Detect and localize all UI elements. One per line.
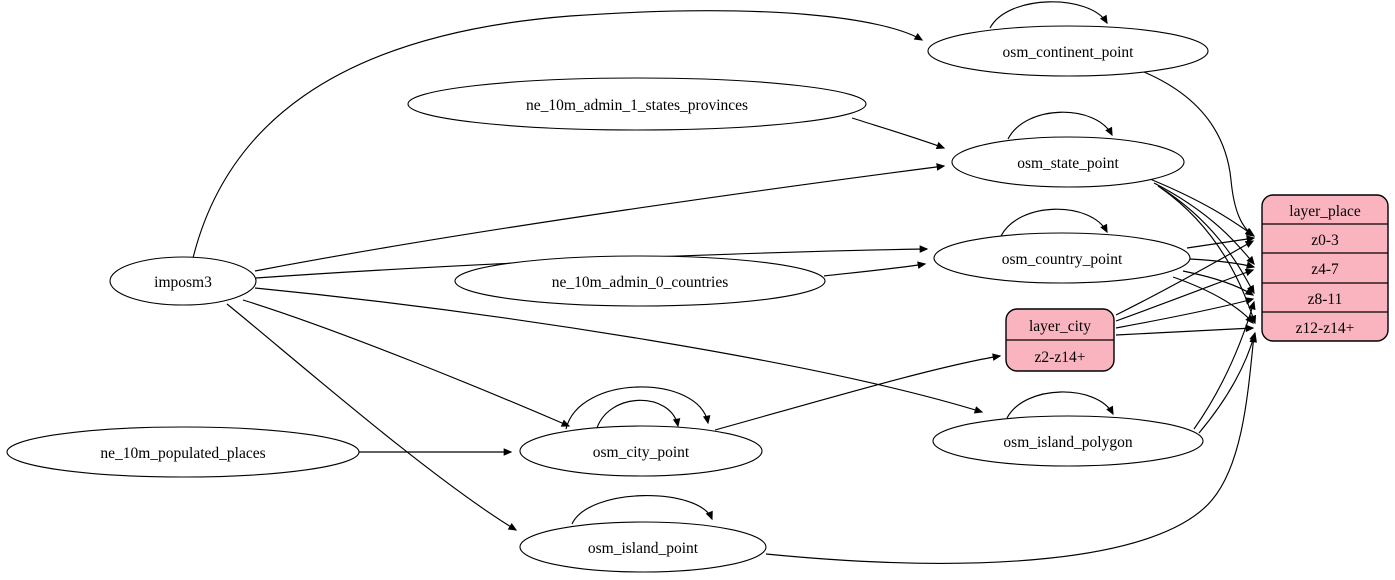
edge-osm_state_point-to-layer_place-z4-7 [1153,182,1255,265]
node-ne-10m-admin-1-states-provinces: ne_10m_admin_1_states_provinces [407,77,867,131]
edge-imposm3-to-osm_continent_point [192,10,924,259]
edge-osm_island_point-to-layer_place-z12-z14+ [765,333,1258,564]
record-layer-place: layer_place z0-3 z4-7 z8-11 z12-z14+ [1261,194,1389,342]
node-osm-continent-point-shape [927,25,1209,77]
edge-osm_state_point-to-layer_place-z8-11 [1157,185,1255,295]
record-layer-place-title: layer_place [1289,203,1361,220]
record-layer-place-row-z0-3: z0-3 [1311,232,1339,249]
node-osm-country-point: osm_country_point [933,232,1191,284]
edge-layer_city-to-layer_place-z8-11 [1115,297,1255,329]
edge-osm_continent_point-to-layer_place-z0-3 [1143,71,1256,237]
edge-layer_city-to-layer_place-z0-3 [1115,240,1255,316]
node-osm-island-point-shape [519,521,767,573]
node-ne-10m-populated-places-label: ne_10m_populated_places [100,445,265,462]
node-osm-state-point: osm_state_point [951,136,1185,188]
node-osm-continent-point-label: osm_continent_point [1003,44,1135,61]
node-osm-city-point: osm_city_point [519,425,763,477]
node-osm-continent-point: osm_continent_point [927,25,1209,77]
edge-osm_city_point-to-osm_city_point [565,386,711,430]
record-layer-place-row-z8-11: z8-11 [1308,291,1343,308]
node-osm-state-point-shape [951,136,1185,188]
edge-layer [192,1,1258,564]
node-osm-island-point: osm_island_point [519,521,767,573]
node-osm-island-point-label: osm_island_point [588,540,699,557]
edge-layer_city-to-layer_place-z12-z14+ [1115,324,1255,336]
record-layer-place-shape [1261,194,1389,342]
edge-osm_country_point-to-layer_place-z8-11 [1182,270,1255,296]
edge-ne_10m_admin_0_countries-to-osm_country_point [823,261,927,277]
node-osm-island-polygon-label: osm_island_polygon [1003,434,1132,451]
record-layer-city-row-z2-z14: z2-z14+ [1035,349,1086,366]
edge-osm_city_point-to-layer_city-z2-z14+ [714,353,1002,431]
node-ne-10m-admin-0-countries-label: ne_10m_admin_0_countries [552,274,729,291]
node-imposm3-label: imposm3 [154,274,212,291]
edge-imposm3-to-osm_city_point [242,299,571,427]
edge-imposm3-to-osm_island_polygon [254,287,984,414]
node-imposm3-shape [109,256,257,306]
node-osm-island-polygon-shape [932,415,1204,467]
node-osm-city-point-label: osm_city_point [593,444,690,461]
edge-layer_city-to-layer_place-z4-7 [1115,268,1255,322]
node-osm-country-point-label: osm_country_point [1002,251,1123,268]
edge-osm_island_polygon-to-osm_island_polygon [1006,391,1114,419]
node-imposm3: imposm3 [109,256,257,306]
edge-ne_10m_admin_1_states_provinces-to-osm_state_point [851,117,946,149]
node-ne-10m-populated-places-shape [6,426,360,478]
node-ne-10m-populated-places: ne_10m_populated_places [6,426,360,478]
node-osm-city-point-shape [519,425,763,477]
node-ne-10m-admin-1-states-provinces-label: ne_10m_admin_1_states_provinces [526,97,748,114]
node-osm-state-point-label: osm_state_point [1017,155,1119,172]
edge-osm_country_point-to-layer_place-z4-7 [1189,258,1256,269]
node-ne-10m-admin-0-countries: ne_10m_admin_0_countries [454,255,826,307]
record-layer-place-row-z4-7: z4-7 [1311,261,1339,278]
record-layer-city: layer_city z2-z14+ [1005,308,1115,372]
edge-osm_island_point-to-osm_island_point [571,495,713,525]
edge-imposm3-to-osm_state_point [254,163,946,272]
edge-osm_island_polygon-to-layer_place-z8-11 [1193,300,1256,430]
record-layer-place-row-z12-z14: z12-z14+ [1296,320,1355,337]
edge-osm_country_point-to-osm_country_point [1000,208,1108,237]
edge-osm_country_point-to-layer_place-z12-z14+ [1172,276,1254,324]
edge-osm_state_point-to-layer_place-z0-3 [1149,178,1255,236]
node-ne-10m-admin-0-countries-shape [454,255,826,307]
node-osm-country-point-shape [933,232,1191,284]
edge-osm_city_point-to-osm_city_point [595,399,681,432]
record-layer-city-title: layer_city [1029,318,1091,335]
edge-osm_country_point-to-layer_place-z0-3 [1186,235,1256,249]
node-osm-island-polygon: osm_island_polygon [932,415,1204,467]
node-ne-10m-admin-1-states-provinces-shape [407,77,867,131]
edge-osm_island_polygon-to-layer_place-z12-z14+ [1198,331,1257,434]
edge-osm_state_point-to-osm_state_point [1007,111,1113,140]
edge-osm_continent_point-to-osm_continent_point [989,1,1108,29]
edge-imposm3-to-osm_island_point [226,303,518,531]
